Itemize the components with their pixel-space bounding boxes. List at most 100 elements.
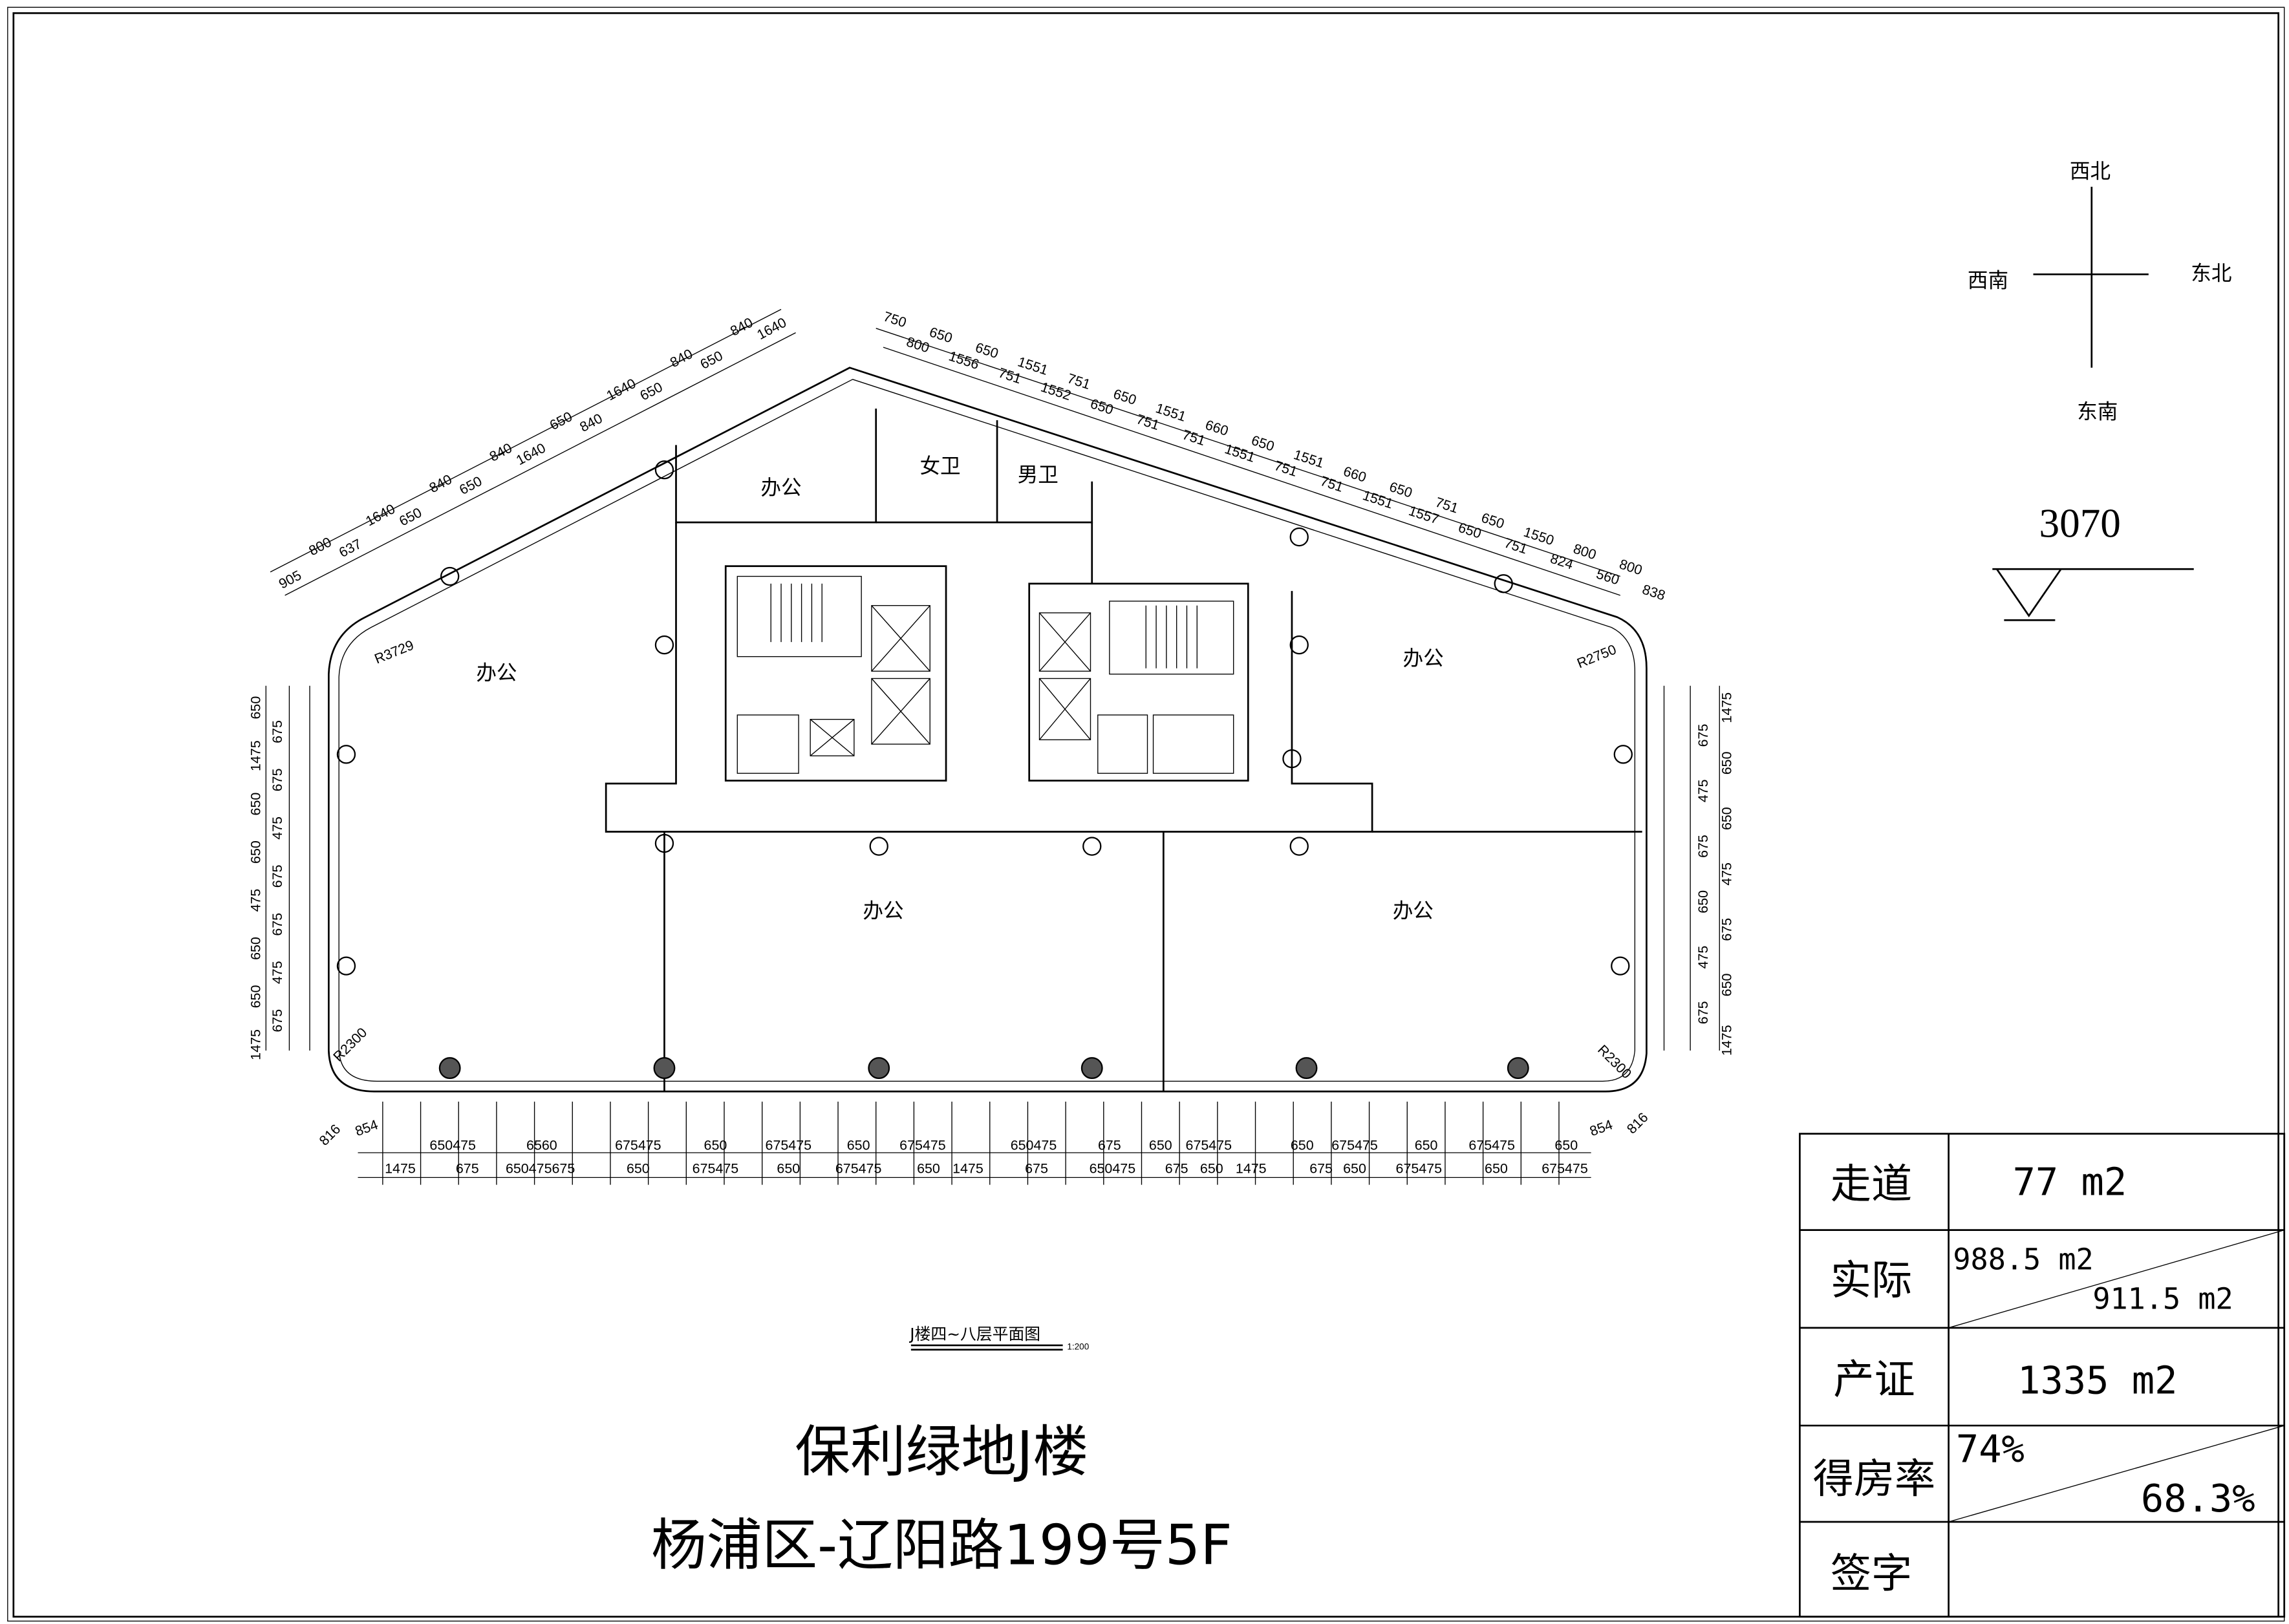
dimension-label: 6560 <box>526 1137 557 1153</box>
dimension-label: 650 <box>1415 1137 1438 1153</box>
dimension-label: 750 <box>881 308 908 330</box>
interior-walls <box>605 408 1642 1092</box>
dimension-label: 660 <box>1203 417 1230 439</box>
column-icon <box>1295 1057 1318 1080</box>
column-icon <box>653 1057 676 1080</box>
dimension-label: 650 <box>248 793 263 816</box>
drawing-frame <box>12 12 2280 1618</box>
core-right <box>1028 582 1249 782</box>
dimension-label: 650 <box>248 840 263 864</box>
dimension-label: 840 <box>727 315 755 339</box>
table-label-actual: 实际 <box>1831 1256 1912 1304</box>
room-label-male-wc: 男卫 <box>1018 464 1059 487</box>
dimension-label: 475 <box>1719 862 1734 886</box>
dimension-label: 1475 <box>248 740 263 771</box>
column-icon <box>654 833 674 853</box>
dimension-label: 475 <box>1695 946 1711 969</box>
drawing-title: J楼四~八层平面图 <box>908 1325 1040 1343</box>
dimension-label: 675 <box>1695 835 1711 858</box>
dimension-label: 650 <box>1149 1137 1172 1153</box>
room-label-office-bottom-left: 办公 <box>863 900 903 923</box>
radius-label: R2300 <box>1595 1042 1635 1082</box>
core-left <box>724 565 947 782</box>
dimension-label: 650 <box>927 324 954 346</box>
area-table: 走道 77 m2 实际 988.5 m2 911.5 m2 产证 1335 m2… <box>1799 1133 2286 1618</box>
dimension-label: 475 <box>270 817 285 840</box>
dimension-label: 840 <box>427 471 455 496</box>
column-icon <box>336 745 356 764</box>
dimension-label: 816 <box>316 1121 343 1148</box>
column-icon <box>1289 527 1309 547</box>
dimension-label: 675 <box>1025 1161 1048 1177</box>
dimension-label: 1475 <box>1719 692 1734 723</box>
dimension-label: 854 <box>353 1116 380 1139</box>
table-value-corridor: 77 m2 <box>2013 1160 2127 1204</box>
dimension-label: 800 <box>1617 556 1644 578</box>
room-label-female-wc: 女卫 <box>919 454 960 478</box>
table-value-actual-bottom: 911.5 m2 <box>2092 1281 2233 1316</box>
drawing-frame-outer <box>7 6 2285 1622</box>
column-icon <box>1282 749 1302 769</box>
dimension-label: 675475 <box>835 1161 882 1177</box>
building-outline <box>328 367 1648 1093</box>
room-label-office-bottom-right: 办公 <box>1393 900 1434 923</box>
dimension-label: 675 <box>1695 1001 1711 1024</box>
dimension-label: 650 <box>917 1161 940 1177</box>
room-label-office-top: 办公 <box>760 476 801 500</box>
dimension-label: 1640 <box>363 501 398 529</box>
dimension-label: 675475 <box>1331 1137 1378 1153</box>
dimension-label: 475 <box>248 889 263 912</box>
column-icon <box>1082 837 1102 856</box>
dimension-label: 650 <box>457 473 485 498</box>
dimension-label: 675475 <box>1542 1161 1588 1177</box>
dimension-label: 650 <box>1112 386 1139 408</box>
dimension-label: 675 <box>1309 1161 1333 1177</box>
dimension-label: 675 <box>1719 918 1734 941</box>
dimension-label: 675 <box>1098 1137 1121 1153</box>
radius-label: R2750 <box>1574 641 1618 671</box>
column-icon <box>1289 837 1309 856</box>
compass-northwest: 西北 <box>2070 160 2111 183</box>
dimension-label: 650 <box>248 985 263 1009</box>
dimension-label: 650 <box>1200 1161 1223 1177</box>
table-value-efficiency-bottom: 68.3% <box>2141 1477 2255 1521</box>
table-label-efficiency: 得房率 <box>1813 1455 1936 1502</box>
dimension-label: 675 <box>270 720 285 743</box>
dimension-label: 650 <box>847 1137 870 1153</box>
dimension-label: 650 <box>638 379 665 403</box>
dimension-label: 840 <box>487 440 515 465</box>
dimension-label: 840 <box>667 346 695 370</box>
column-icon <box>869 837 888 856</box>
compass-northeast: 东北 <box>2191 262 2231 285</box>
dimension-label: 675475 <box>693 1161 739 1177</box>
dimension-label: 675 <box>1165 1161 1188 1177</box>
column-icon <box>1080 1057 1103 1080</box>
dimension-label: 675475 <box>615 1137 661 1153</box>
dimension-label: 800 <box>1571 541 1598 563</box>
column-icon <box>654 460 674 480</box>
dimension-label: 650 <box>1343 1161 1366 1177</box>
column-icon <box>1507 1057 1529 1080</box>
dimension-label: 475 <box>270 961 285 984</box>
room-label-office-left: 办公 <box>476 662 517 685</box>
dimension-label: 1475 <box>248 1029 263 1060</box>
dimension-label: 838 <box>1640 581 1667 603</box>
table-value-efficiency-top: 74% <box>1956 1427 2025 1471</box>
dimension-label: 675 <box>270 864 285 888</box>
column-icon <box>440 566 460 586</box>
dimension-label: 650 <box>1695 890 1711 914</box>
dimension-label: 1475 <box>1719 1025 1734 1056</box>
dimension-label: 675475 <box>1186 1137 1232 1153</box>
dimension-label: 475 <box>1695 779 1711 802</box>
dimension-label: 660 <box>1342 464 1369 486</box>
dimension-label: 905 <box>276 568 304 592</box>
dimension-label: 675 <box>1695 724 1711 747</box>
dimension-label: 650 <box>1719 751 1734 775</box>
dimension-label: 1640 <box>604 376 638 404</box>
orientation-compass: 西北 西南 东北 东南 <box>1968 160 2231 423</box>
dimension-label: 650 <box>1479 510 1507 532</box>
dimension-label: 675475 <box>899 1137 946 1153</box>
column-icon <box>1613 745 1633 764</box>
dimension-label: 650 <box>1719 973 1734 996</box>
